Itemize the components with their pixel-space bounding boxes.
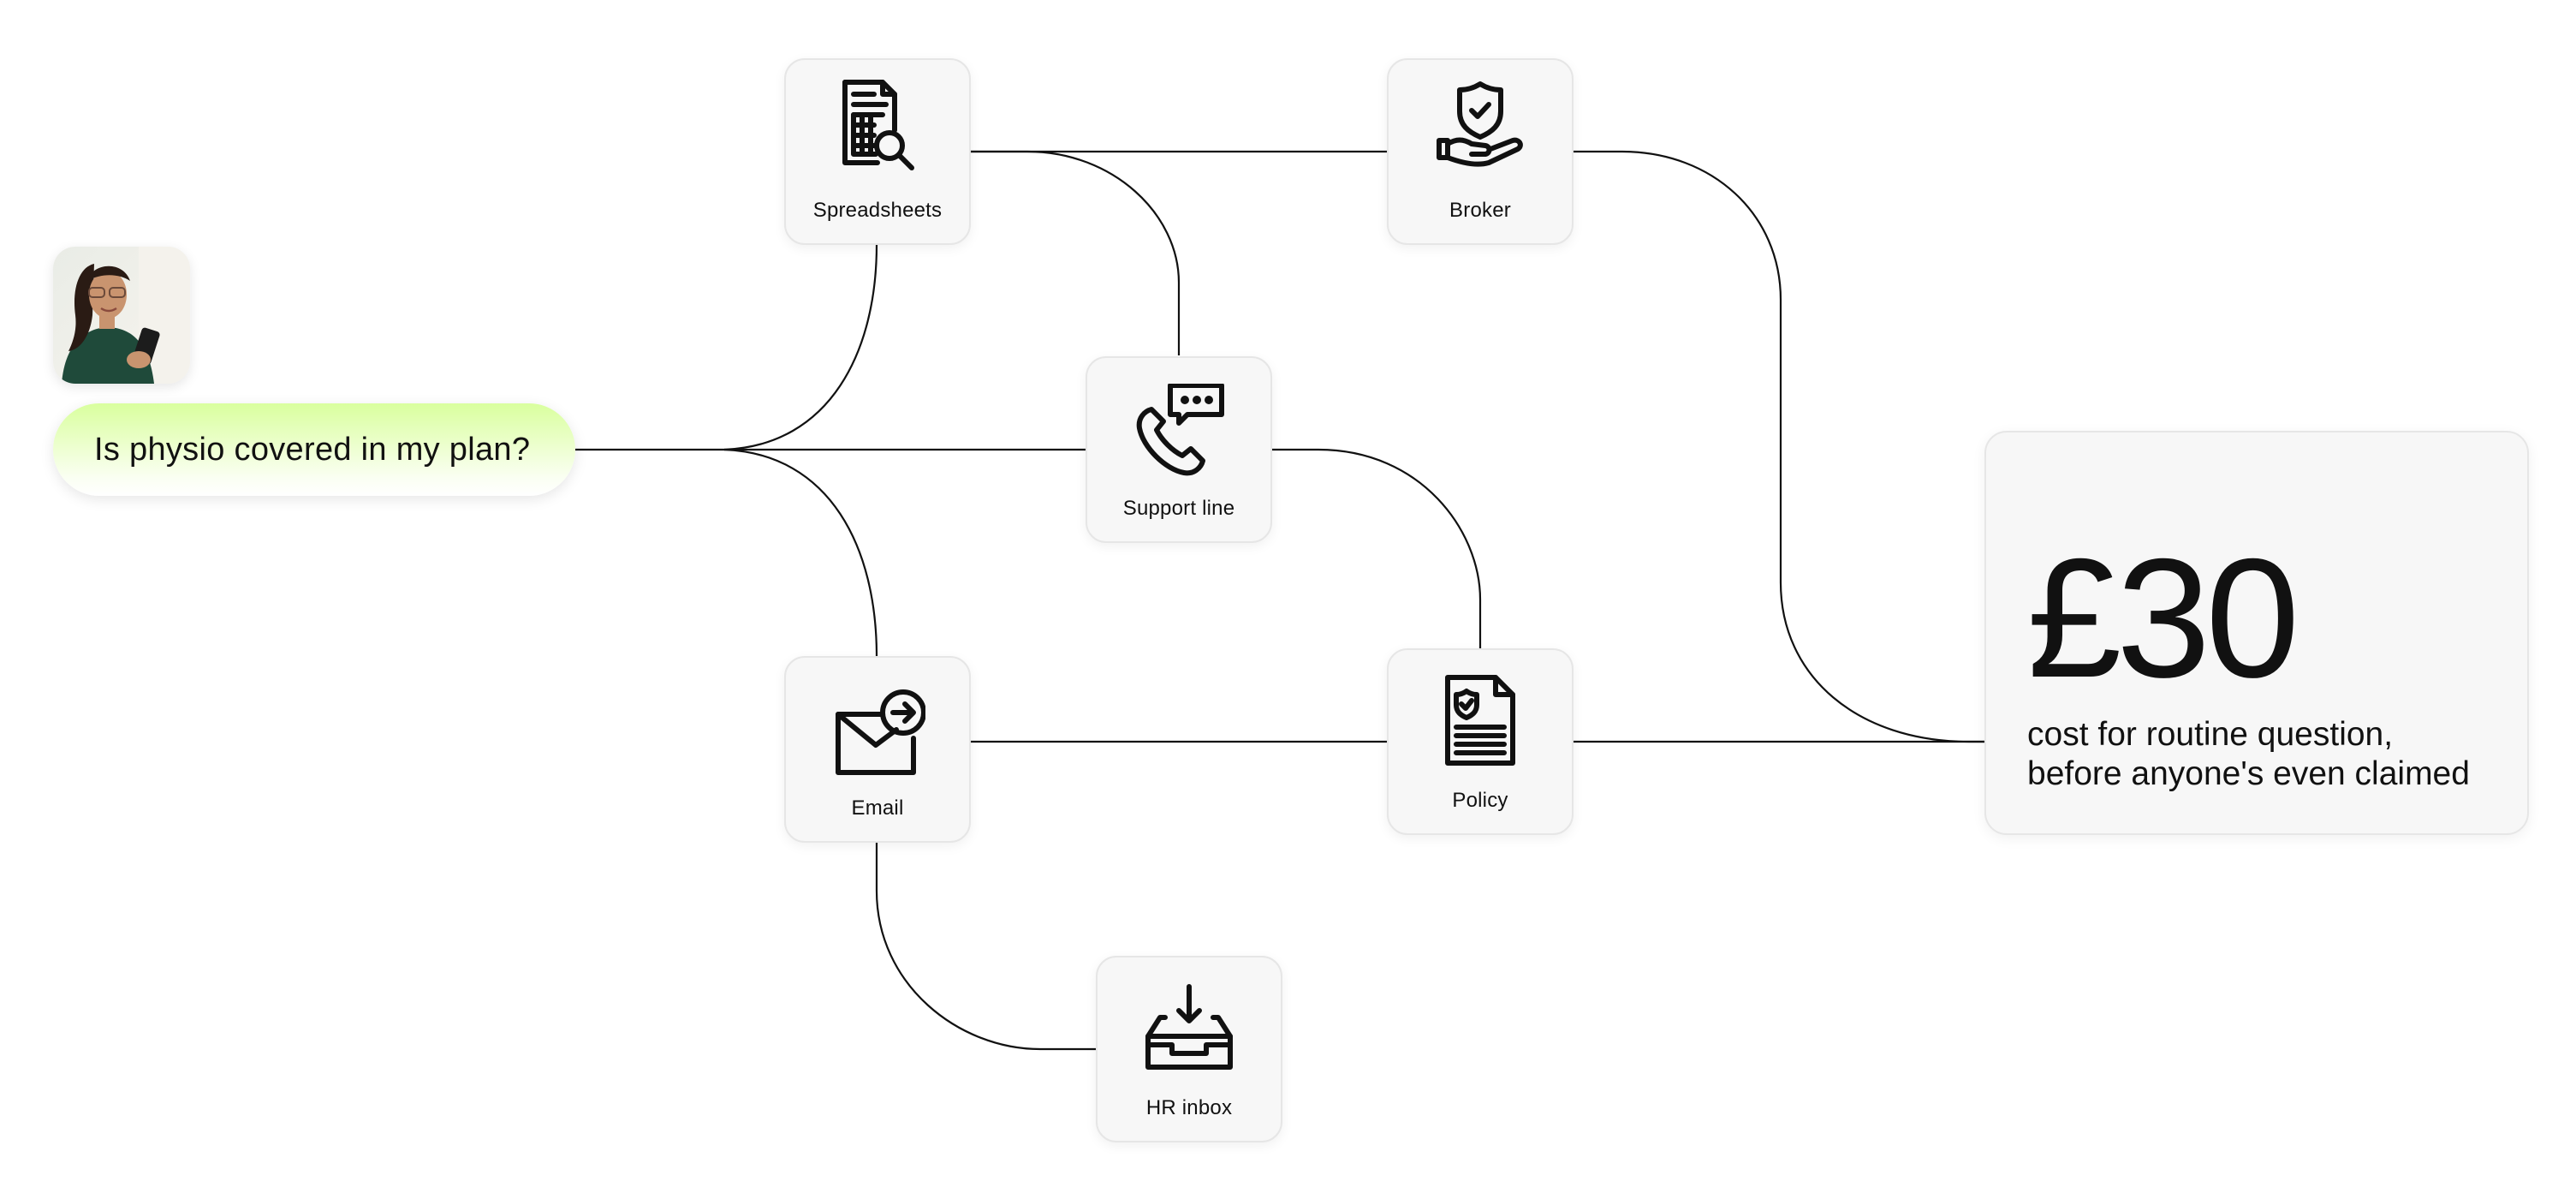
connector-question-email [723, 448, 878, 657]
user-avatar [53, 247, 190, 384]
phone-chat-icon [1136, 384, 1224, 476]
node-broker: Broker [1387, 58, 1574, 245]
connector-broker-result [1574, 150, 1984, 743]
node-spreadsheets: Spreadsheets [784, 58, 971, 245]
shield-hand-icon [1437, 81, 1523, 167]
node-label: Policy [1452, 789, 1508, 812]
connector-email-hrinbox [875, 843, 1096, 1051]
node-label: Broker [1449, 199, 1511, 222]
cost-caption-line1: cost for routine question, [2027, 716, 2394, 753]
node-label: Support line [1122, 497, 1235, 520]
connector-question-spreadsheets [723, 244, 878, 451]
node-label: HR inbox [1145, 1096, 1233, 1119]
node-policy: Policy [1387, 648, 1574, 835]
cost-result-card: £30 cost for routine question, before an… [1984, 431, 2529, 835]
node-hr-inbox: HR inbox [1096, 956, 1282, 1142]
cost-caption-line2: before anyone's even claimed [2027, 755, 2470, 792]
node-email: Email [784, 656, 971, 843]
connector-spreadsheets-support [971, 150, 1181, 355]
inbox-tray-icon [1145, 984, 1233, 1070]
cost-caption: cost for routine question, before anyone… [2027, 715, 2515, 794]
policy-document-icon [1445, 675, 1515, 766]
node-label: Email [851, 796, 904, 820]
cost-value: £30 [2027, 523, 2299, 713]
node-label: Spreadsheets [812, 199, 943, 222]
question-bubble: Is physio covered in my plan? [53, 403, 575, 496]
question-text: Is physio covered in my plan? [94, 431, 531, 468]
node-support-line: Support line [1086, 356, 1272, 543]
connector-support-policy [1272, 448, 1482, 648]
email-send-icon [836, 689, 925, 775]
spreadsheet-search-icon [842, 80, 914, 170]
